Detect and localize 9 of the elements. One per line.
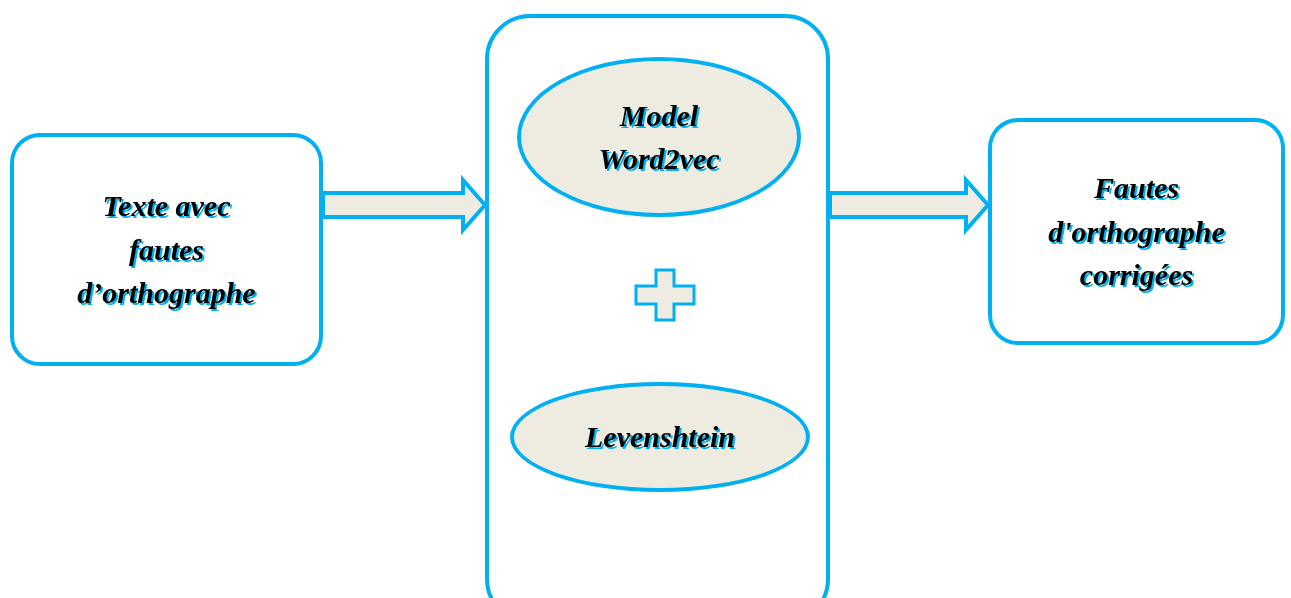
block-arrow (828, 174, 991, 236)
node-text: Model Word2vec (597, 97, 721, 177)
container-box (485, 14, 830, 598)
node-text: Fautes d'orthographe corrigées (1047, 170, 1226, 294)
node-text: Texte avec fautes d’orthographe (76, 188, 257, 312)
process-box (988, 118, 1285, 345)
block-arrow (321, 174, 488, 236)
node-text: Levenshtein (584, 419, 736, 456)
process-box (10, 133, 323, 366)
